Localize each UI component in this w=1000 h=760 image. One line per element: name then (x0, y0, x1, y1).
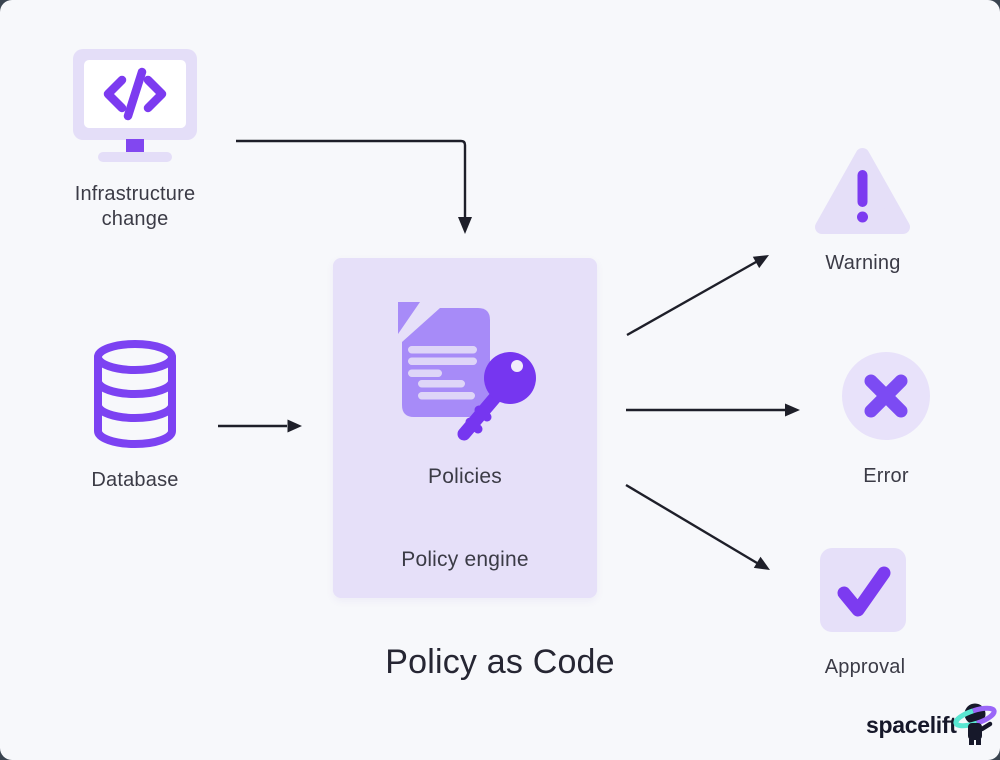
approval-check-icon (820, 548, 906, 632)
spacelift-mascot-icon (953, 703, 997, 745)
arrow-infrastructure-to-engine (236, 139, 467, 218)
spacelift-logo: spacelift (866, 700, 997, 750)
policy-engine-box: Policies Policy engine (333, 258, 597, 598)
monitor-code-icon (73, 49, 197, 162)
arrowhead-right-error (785, 403, 800, 417)
database-label: Database (91, 469, 179, 491)
warning-label: Warning (825, 252, 901, 274)
error-label: Error (863, 465, 909, 487)
approval-label: Approval (824, 656, 906, 678)
diagram-title: Policy as Code (385, 643, 615, 681)
policies-label: Policies (428, 465, 502, 488)
spacelift-logo-text: spacelift (866, 711, 957, 738)
error-cross-icon (842, 352, 930, 440)
arrowhead-right-db (287, 419, 302, 433)
policy-engine-caption: Policy engine (401, 548, 529, 571)
arrowhead-down (458, 217, 472, 234)
document-key-icon (398, 302, 536, 441)
database-icon (94, 340, 176, 448)
warning-triangle-icon (815, 148, 910, 234)
arrowhead-down-right (753, 556, 770, 570)
arrow-engine-to-warning (626, 260, 757, 337)
infrastructure-change-label: Infrastructure change (74, 183, 196, 230)
arrow-engine-to-approval (625, 483, 758, 565)
